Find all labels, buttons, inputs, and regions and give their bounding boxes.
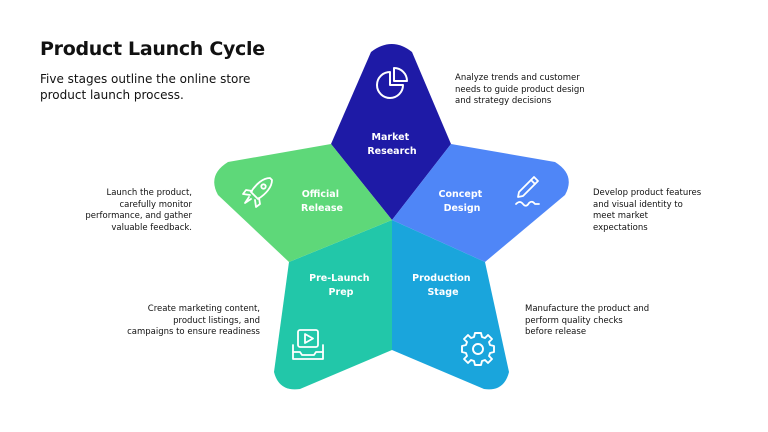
gear-icon bbox=[461, 332, 495, 366]
label-production-stage: Production Stage bbox=[412, 273, 474, 298]
note-market-research: Analyze trends and customer needs to gui… bbox=[455, 73, 585, 106]
video-tray-icon bbox=[292, 329, 324, 360]
rocket-icon bbox=[242, 177, 273, 208]
note-concept-design: Develop product features and visual iden… bbox=[593, 188, 702, 233]
pen-icon bbox=[515, 176, 540, 207]
note-pre-launch-prep: Create marketing content, product listin… bbox=[127, 304, 260, 337]
segment-official-release[interactable] bbox=[214, 144, 392, 262]
page-title: Product Launch Cycle bbox=[40, 38, 265, 60]
label-pre-launch-prep: Pre-Launch Prep bbox=[309, 273, 373, 298]
segment-market-research[interactable] bbox=[331, 44, 451, 220]
note-official-release: Launch the product, carefully monitor pe… bbox=[85, 188, 192, 233]
pie-chart-icon bbox=[376, 67, 408, 99]
note-production-stage: Manufacture the product and perform qual… bbox=[525, 304, 650, 337]
segment-concept-design[interactable] bbox=[392, 144, 569, 262]
label-official-release: Official Release bbox=[301, 189, 343, 214]
label-market-research: Market Research bbox=[367, 132, 417, 157]
segment-production-stage[interactable] bbox=[392, 220, 509, 390]
label-concept-design: Concept Design bbox=[439, 189, 486, 214]
page-subtitle: Five stages outline the online store pro… bbox=[40, 72, 251, 102]
